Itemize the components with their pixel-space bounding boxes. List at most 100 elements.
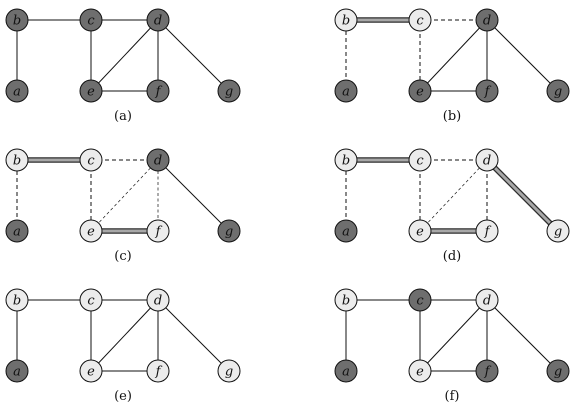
node-f [146,359,170,383]
node-label-b: b [342,14,350,29]
edge-d-g-inner [485,158,560,233]
node-b [5,8,29,32]
node-label-d: d [483,154,491,169]
node-e [408,359,432,383]
node-label-d: d [154,294,162,309]
panel-label: (c) [114,249,131,264]
node-label-c: c [416,154,424,169]
node-e [79,219,103,243]
node-a [334,219,358,243]
panel-b: a b c d e f g (b) [334,8,570,124]
node-label-a: a [13,225,21,240]
node-c [79,148,103,172]
node-label-g: g [554,225,562,240]
edge-d-e [419,159,488,232]
node-g [546,219,570,243]
node-c [79,8,103,32]
node-label-f: f [155,225,163,240]
node-c [408,148,432,172]
edge-d-e [419,299,488,372]
node-label-g: g [554,85,562,100]
edge-d-e [90,299,159,372]
edge-d-g [486,299,559,372]
node-f [146,219,170,243]
node-label-e: e [87,225,95,240]
edge-d-g [157,19,230,92]
node-label-d: d [154,154,162,169]
node-label-g: g [225,85,233,100]
node-label-c: c [87,154,95,169]
node-e [408,219,432,243]
edge-d-e [90,159,159,232]
node-e [79,359,103,383]
node-f [475,359,499,383]
node-label-d: d [483,14,491,29]
panel-label: (e) [114,389,132,404]
node-label-c: c [416,14,424,29]
node-d [475,288,499,312]
node-b [5,288,29,312]
node-f [475,219,499,243]
node-d [475,8,499,32]
node-g [546,359,570,383]
edge-d-e [419,19,488,92]
edge-d-e [90,19,159,92]
node-a [5,359,29,383]
node-d [146,288,170,312]
node-c [408,288,432,312]
node-label-b: b [342,294,350,309]
node-label-g: g [554,365,562,380]
node-c [79,288,103,312]
panel-label: (b) [443,109,461,124]
node-label-f: f [155,365,163,380]
node-label-a: a [13,85,21,100]
node-b [334,148,358,172]
panel-e: a b c d e f g (e) [5,288,241,404]
node-label-a: a [342,225,350,240]
node-label-e: e [416,85,424,100]
node-label-b: b [13,14,21,29]
node-label-b: b [13,154,21,169]
node-label-e: e [87,365,95,380]
node-label-f: f [484,85,492,100]
node-label-a: a [342,365,350,380]
node-a [334,359,358,383]
edge-d-g [157,159,230,232]
node-label-b: b [342,154,350,169]
node-g [217,219,241,243]
node-g [217,359,241,383]
node-label-c: c [416,294,424,309]
node-b [334,288,358,312]
node-label-e: e [416,225,424,240]
node-d [146,148,170,172]
panel-c: a b c d e f g (c) [5,148,241,264]
node-label-g: g [225,365,233,380]
node-d [475,148,499,172]
node-a [5,219,29,243]
node-label-a: a [342,85,350,100]
node-c [408,8,432,32]
node-label-f: f [155,85,163,100]
edge-d-g [486,19,559,92]
node-f [475,79,499,103]
node-g [546,79,570,103]
node-label-a: a [13,365,21,380]
node-e [79,79,103,103]
node-label-g: g [225,225,233,240]
node-d [146,8,170,32]
node-label-e: e [416,365,424,380]
node-label-c: c [87,14,95,29]
node-a [5,79,29,103]
node-b [334,8,358,32]
node-a [334,79,358,103]
edge-d-g [157,299,230,372]
node-label-c: c [87,294,95,309]
panel-label: (f) [445,389,460,404]
panel-label: (d) [443,249,461,264]
node-f [146,79,170,103]
node-label-b: b [13,294,21,309]
node-e [408,79,432,103]
